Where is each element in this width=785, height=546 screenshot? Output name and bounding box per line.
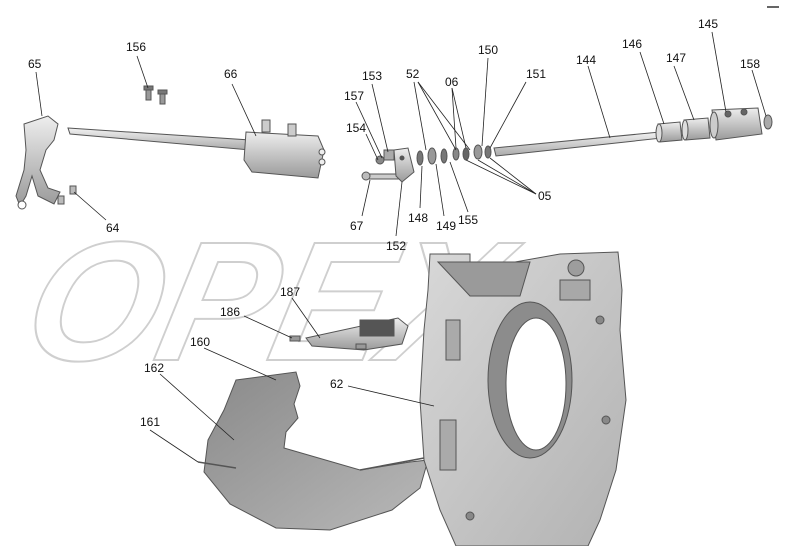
callout-147: 147: [666, 51, 686, 65]
ring-158: [763, 114, 773, 130]
callout-155: 155: [458, 213, 478, 227]
callout-153: 153: [362, 69, 382, 83]
screws-186: [289, 335, 367, 350]
callout-144: 144: [576, 53, 596, 67]
small-parts-64: [57, 185, 77, 205]
callout-52: 52: [406, 67, 420, 81]
callout-150: 150: [478, 43, 498, 57]
callout-152: 152: [386, 239, 406, 253]
screws-156: [143, 85, 168, 105]
callout-06: 06: [445, 75, 459, 89]
plate-187: [305, 317, 409, 351]
callout-160: 160: [190, 335, 210, 349]
callout-labels: 156 65 66 64 157 153 154 52 06 150 151 1…: [28, 17, 760, 429]
callout-157: 157: [344, 89, 364, 103]
callout-05: 05: [538, 189, 552, 203]
callout-186: 186: [220, 305, 240, 319]
fork-lever-65: [15, 115, 61, 210]
callout-156: 156: [126, 40, 146, 54]
rod-144: [493, 131, 663, 157]
bolt-67: [361, 171, 401, 181]
callout-149: 149: [436, 219, 456, 233]
callout-162: 162: [144, 361, 164, 375]
callout-187: 187: [280, 285, 300, 299]
callout-66: 66: [224, 67, 238, 81]
callout-161: 161: [140, 415, 160, 429]
shaft-left: [67, 127, 251, 151]
small-parts-153-154-157: [375, 149, 395, 165]
callout-148: 148: [408, 211, 428, 225]
callout-158: 158: [740, 57, 760, 71]
callout-64: 64: [106, 221, 120, 235]
callout-151: 151: [526, 67, 546, 81]
callout-145: 145: [698, 17, 718, 31]
callout-62: 62: [330, 377, 344, 391]
leader-lines: [35, 31, 767, 463]
sleeve-147: [681, 117, 711, 141]
bracket-152: [393, 147, 415, 183]
cylinder-body-66: [243, 119, 326, 179]
main-housing-62: [419, 251, 627, 546]
callout-67: 67: [350, 219, 364, 233]
sleeve-146: [655, 121, 683, 143]
seal-rings: [416, 144, 492, 166]
callout-154: 154: [346, 121, 366, 135]
housing-145: [709, 107, 763, 141]
callout-65: 65: [28, 57, 42, 71]
callout-146: 146: [622, 37, 642, 51]
